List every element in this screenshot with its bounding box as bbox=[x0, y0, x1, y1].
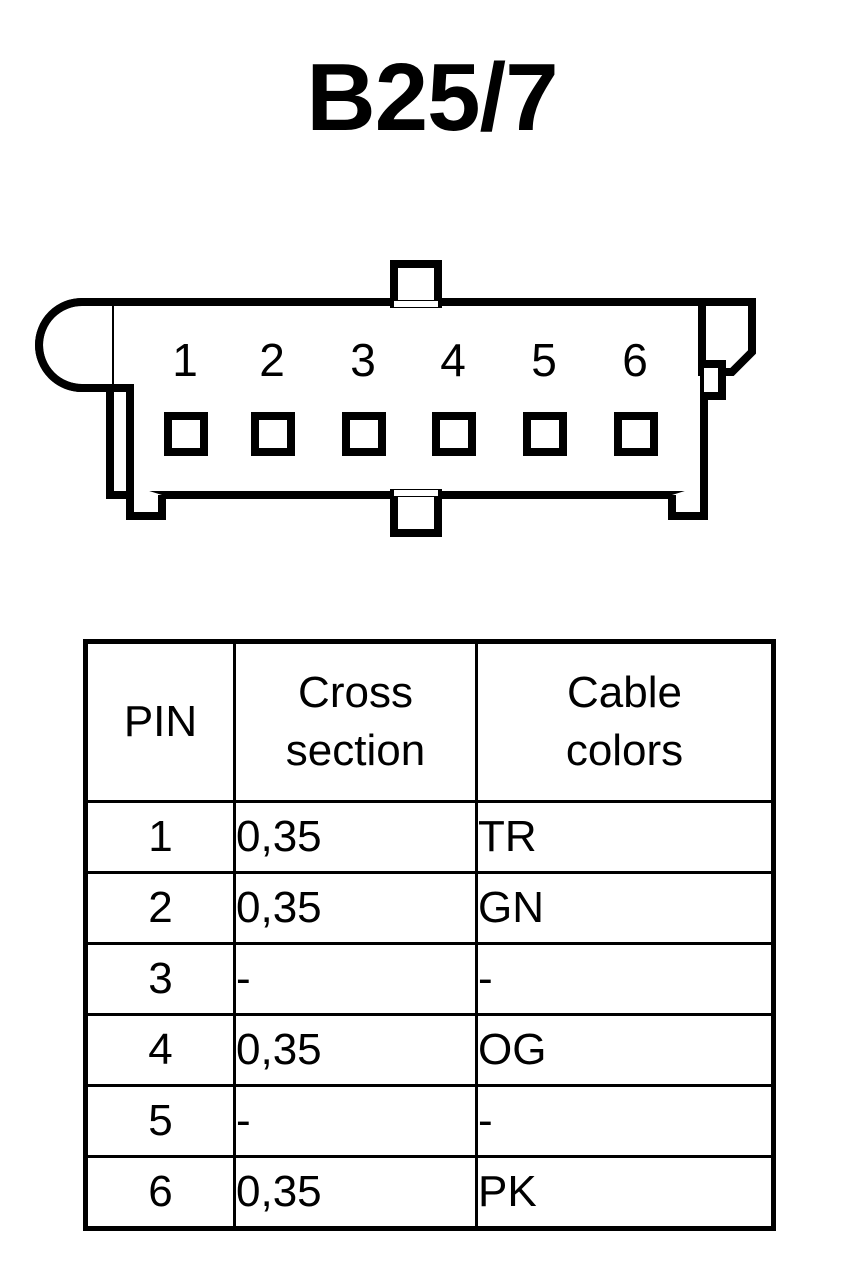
pin-socket-3 bbox=[342, 412, 386, 456]
table-header-row: PIN Cross section Cable colors bbox=[84, 640, 775, 803]
table-row: 5 - - bbox=[84, 1084, 775, 1158]
cell-pin: 3 bbox=[84, 942, 236, 1016]
pin-socket-4 bbox=[432, 412, 476, 456]
bottom-right-foot bbox=[668, 485, 708, 520]
cell-cross-section: 0,35 bbox=[233, 871, 478, 945]
connector-diagram: 1 2 3 4 5 6 bbox=[0, 248, 864, 548]
table-row: 4 0,35 OG bbox=[84, 1013, 775, 1087]
bottom-left-foot bbox=[126, 485, 166, 520]
header-colors-line1: Cable bbox=[567, 668, 682, 717]
header-cross-line2: section bbox=[285, 726, 426, 775]
header-pin: PIN bbox=[84, 640, 236, 803]
table-header: PIN Cross section Cable colors bbox=[84, 640, 775, 803]
cell-cable-color: TR bbox=[475, 800, 775, 874]
header-pin-label: PIN bbox=[123, 697, 198, 746]
pin-number-2: 2 bbox=[259, 334, 285, 386]
cell-cable-color: - bbox=[475, 942, 775, 1016]
cell-pin: 2 bbox=[84, 871, 236, 945]
cell-cable-color: PK bbox=[475, 1155, 775, 1230]
table-row: 1 0,35 TR bbox=[84, 800, 775, 874]
header-cross-line1: Cross bbox=[298, 668, 413, 717]
connector-body bbox=[106, 298, 708, 499]
cell-cable-color: - bbox=[475, 1084, 775, 1158]
header-colors-line2: colors bbox=[565, 726, 684, 775]
cell-pin: 4 bbox=[84, 1013, 236, 1087]
right-small-notch bbox=[704, 360, 726, 400]
header-cable-colors: Cable colors bbox=[475, 640, 775, 803]
cell-cross-section: 0,35 bbox=[233, 800, 478, 874]
pin-socket-1 bbox=[164, 412, 208, 456]
cell-cable-color: GN bbox=[475, 871, 775, 945]
page-title: B25/7 bbox=[306, 44, 558, 151]
cell-cross-section: - bbox=[233, 942, 478, 1016]
pin-number-5: 5 bbox=[531, 334, 557, 386]
cell-cable-color: OG bbox=[475, 1013, 775, 1087]
cell-pin: 1 bbox=[84, 800, 236, 874]
right-chamfer-tab bbox=[698, 298, 756, 376]
table-row: 3 - - bbox=[84, 942, 775, 1016]
table-body: 1 0,35 TR 2 0,35 GN 3 - - 4 0,35 OG 5 - … bbox=[84, 800, 775, 1230]
pin-socket-6 bbox=[614, 412, 658, 456]
cell-pin: 5 bbox=[84, 1084, 236, 1158]
pin-socket-5 bbox=[523, 412, 567, 456]
pin-number-3: 3 bbox=[350, 334, 376, 386]
pin-number-6: 6 bbox=[622, 334, 648, 386]
pin-socket-2 bbox=[251, 412, 295, 456]
cell-cross-section: 0,35 bbox=[233, 1013, 478, 1087]
left-tab-inner-fill bbox=[86, 306, 112, 384]
pin-number-4: 4 bbox=[440, 334, 466, 386]
table-row: 6 0,35 PK bbox=[84, 1155, 775, 1230]
pin-number-1: 1 bbox=[172, 334, 198, 386]
bottom-latch-tab bbox=[390, 489, 442, 537]
header-cross-section: Cross section bbox=[233, 640, 478, 803]
table-row: 2 0,35 GN bbox=[84, 871, 775, 945]
top-latch-tab bbox=[390, 260, 442, 308]
left-pill-tab-outline bbox=[35, 298, 112, 392]
pinout-table: PIN Cross section Cable colors 1 0,35 TR… bbox=[83, 639, 776, 1231]
cell-cross-section: 0,35 bbox=[233, 1155, 478, 1230]
cell-pin: 6 bbox=[84, 1155, 236, 1230]
cell-cross-section: - bbox=[233, 1084, 478, 1158]
